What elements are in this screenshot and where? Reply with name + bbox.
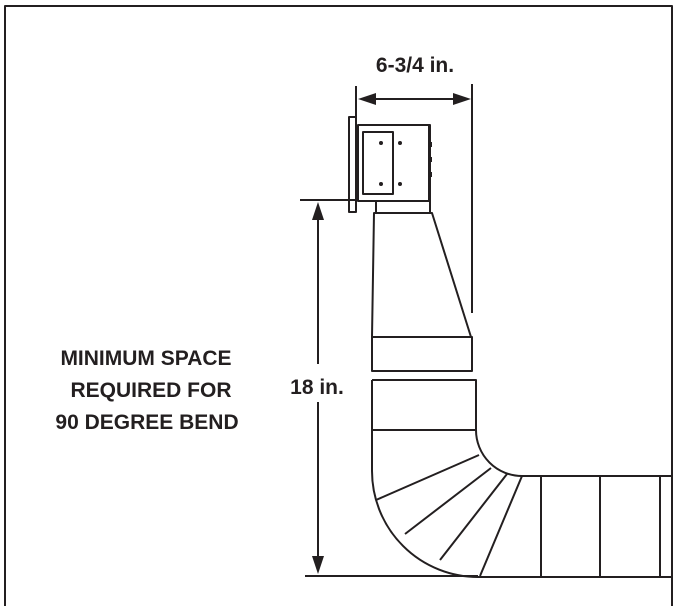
screw-icon: [398, 182, 402, 186]
width-dimension-label: 6-3/4 in.: [376, 54, 454, 77]
note-line-3: 90 DEGREE BEND: [55, 411, 238, 434]
screw-icon: [379, 182, 383, 186]
width-arrowhead-left: [358, 93, 376, 105]
elbow-segment-line: [375, 454, 480, 501]
vent-mark: [429, 157, 432, 162]
duct-collar: [375, 200, 431, 214]
fan-box-inner-panel: [362, 131, 394, 195]
height-arrowhead-top: [312, 202, 324, 220]
height-arrowhead-bottom: [312, 556, 324, 574]
elbow-segment-line: [439, 473, 508, 561]
elbow-outline: [371, 379, 672, 578]
diagram-border: [4, 5, 673, 606]
screw-icon: [398, 141, 402, 145]
note-line-2: REQUIRED FOR: [70, 379, 231, 402]
vent-mark: [429, 142, 432, 147]
elbow-segment-line: [404, 467, 492, 535]
vent-mark: [429, 172, 432, 177]
note-line-1: MINIMUM SPACE: [60, 347, 231, 370]
elbow-segment-line: [479, 475, 523, 577]
straight-duct-section: [371, 336, 473, 372]
width-arrowhead-right: [453, 93, 471, 105]
mounting-plate: [348, 116, 357, 213]
screw-icon: [379, 141, 383, 145]
transition-piece: [371, 212, 472, 338]
height-dimension-label: 18 in.: [290, 376, 344, 399]
